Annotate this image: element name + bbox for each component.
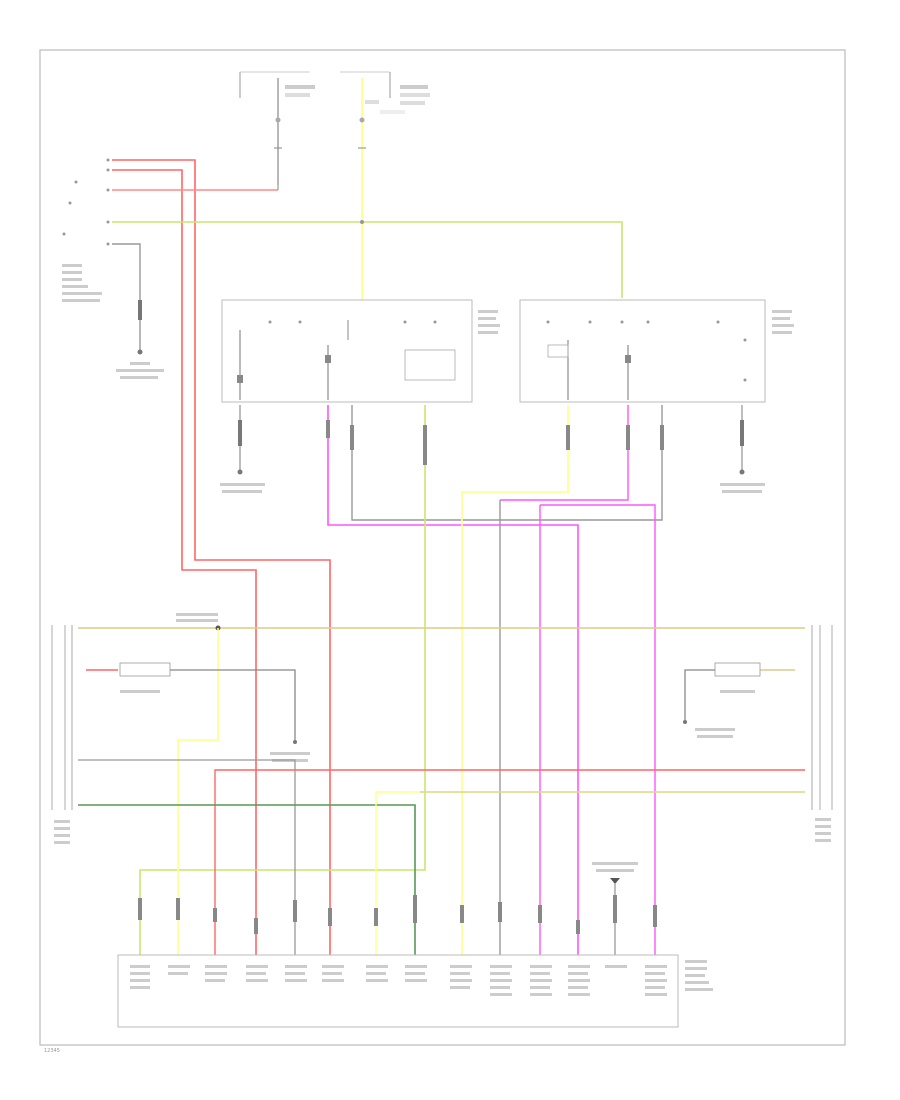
left-inner-component [86,662,310,762]
right-inner-component [683,662,795,738]
wire-lime-top [112,221,623,298]
left-bracket [51,625,73,810]
footer-code: 12345 [44,1048,60,1054]
wire-tick-marks [326,420,664,465]
left-ground-label [116,362,164,379]
diagram-frame [39,49,846,1046]
center-switch-left [221,299,500,403]
wire-magenta-a [327,405,579,955]
wire-gray-ground-left [112,243,141,350]
wire-green-lower [78,804,416,955]
left-switch-contacts [62,158,110,246]
wire-gray-a [351,405,663,521]
wire-gray-lower [78,759,296,955]
bottom-control-module [117,954,713,1028]
wire-magenta-d [540,504,656,955]
left-switch-label [62,264,102,302]
ground-symbol-center-right [739,469,745,475]
wire-red-1 [112,159,331,955]
right-bracket [811,625,833,810]
wire-yellow-a [461,405,569,955]
power-source-block [239,71,430,114]
wire-magenta-b [500,405,629,501]
wire-yellow-lower [375,791,805,955]
module-pin-ticks [138,895,657,934]
center-switch-right [519,299,794,403]
ground-symbol-center-left [237,469,243,475]
ground-symbol-left [137,349,143,355]
wire-red-2 [112,169,257,955]
wire-red-lower [214,769,805,955]
